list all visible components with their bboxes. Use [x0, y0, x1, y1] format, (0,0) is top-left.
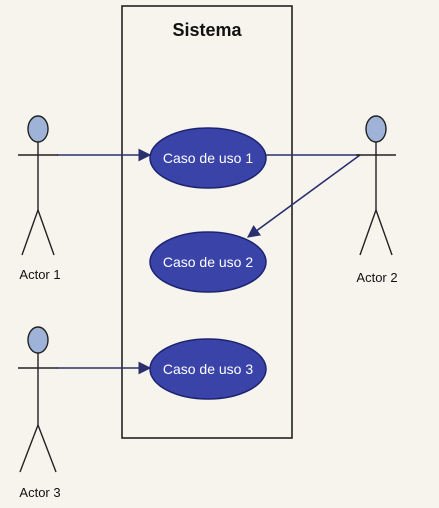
use-case-3-label: Caso de uso 3 [163, 361, 253, 377]
use-case-1: Caso de uso 1 [149, 127, 267, 189]
actor-1-left-leg [21, 209, 39, 256]
use-case-3-shape [149, 338, 267, 400]
use-case-2: Caso de uso 2 [149, 231, 267, 293]
use-case-1-shape [149, 127, 267, 189]
use-case-2-shape [149, 231, 267, 293]
system-title: Sistema [172, 20, 242, 40]
use-case-2-label: Caso de uso 2 [163, 254, 253, 270]
actor-3-head [27, 326, 49, 354]
actor-2-left-leg [359, 209, 377, 256]
actor-1: Actor 1 [18, 115, 61, 282]
actor-2-head [365, 115, 387, 143]
actor-2-label: Actor 2 [356, 270, 397, 285]
actor-3-right-leg [37, 424, 57, 473]
actor-3-left-leg [19, 424, 39, 473]
actor-3-label: Actor 3 [19, 485, 60, 500]
actor-1-head [27, 115, 49, 143]
actor-1-right-leg [37, 209, 55, 256]
association-actor2-uc2 [246, 154, 361, 238]
use-case-1-label: Caso de uso 1 [163, 150, 253, 166]
actor-2: Actor 2 [356, 115, 398, 285]
system-boundary [121, 5, 293, 439]
use-case-3: Caso de uso 3 [149, 338, 267, 400]
actor-1-label: Actor 1 [19, 267, 60, 282]
actor-3: Actor 3 [18, 326, 61, 500]
actor-2-right-leg [375, 209, 393, 256]
